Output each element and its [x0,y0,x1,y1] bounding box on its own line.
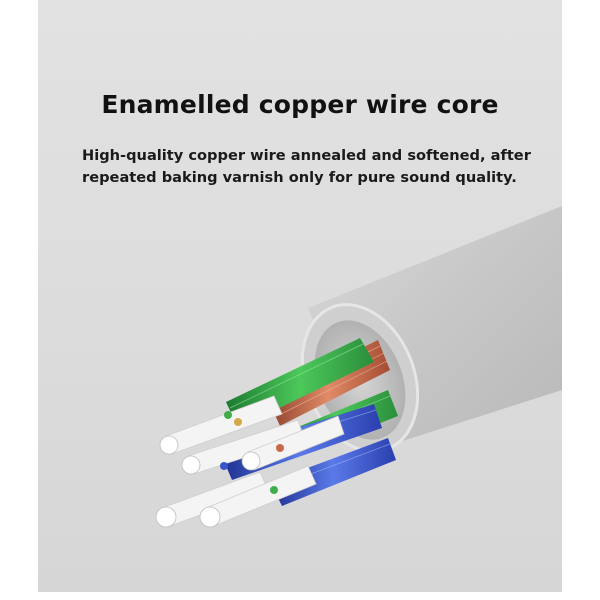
strand-tips [155,435,261,528]
product-banner: Enamelled copper wire core High-quality … [38,0,562,592]
description-line-1: High-quality copper wire annealed and so… [82,147,531,164]
description-line-2: repeated baking varnish only for pure so… [82,169,517,186]
page-title: Enamelled copper wire core [101,90,499,119]
enamel-tips [220,411,284,494]
description: High-quality copper wire annealed and so… [82,145,552,189]
cable-illustration [155,206,562,528]
silver-strands [161,395,345,527]
